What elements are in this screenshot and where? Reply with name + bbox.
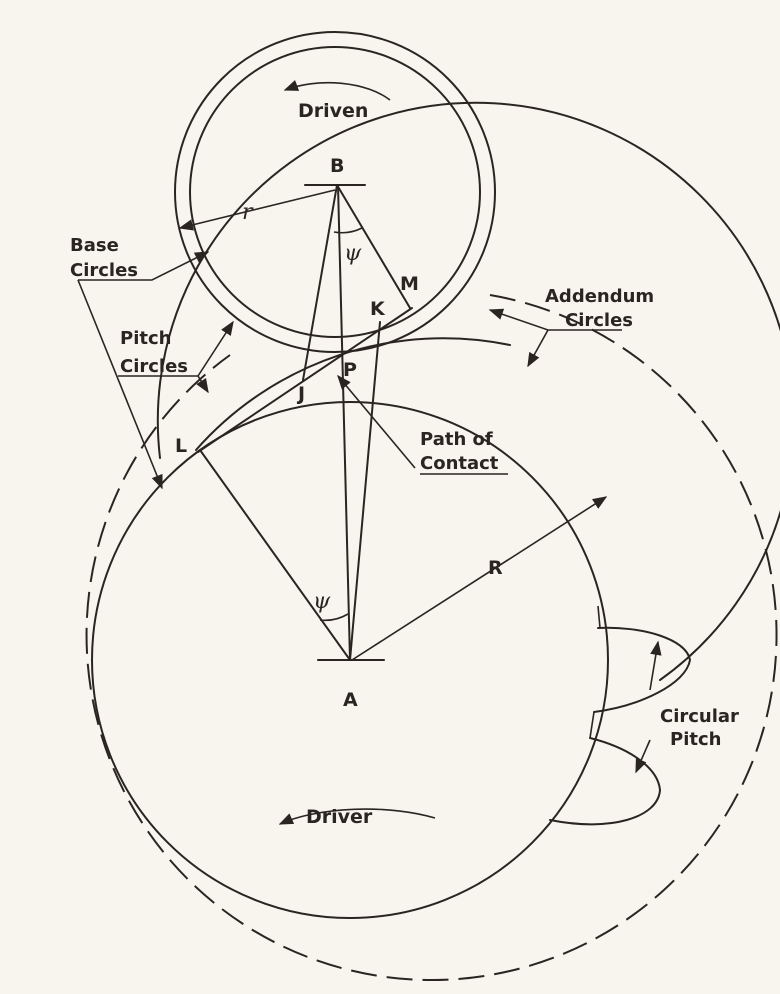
pitch-circles-label-line1: Pitch	[120, 328, 171, 349]
angle-arc-top	[333, 227, 363, 234]
driven-label: Driven	[298, 100, 368, 122]
tooth-notch-1	[597, 605, 601, 629]
line-b-j	[302, 184, 338, 381]
line-a-l	[199, 449, 351, 661]
driven-addendum-circle	[174, 31, 496, 353]
line-b-m	[336, 184, 411, 309]
radius-R-line	[351, 496, 608, 661]
circular-pitch-label-line1: Circular	[660, 706, 739, 727]
point-p-label: P	[343, 359, 357, 381]
driver-pitch-arc-top	[195, 337, 511, 451]
path-of-contact-line	[197, 307, 413, 453]
driver-label: Driver	[306, 806, 373, 828]
base-circles-leader-1	[78, 251, 210, 281]
angle-psi-top: ψ	[344, 241, 362, 266]
base-circles-leader-2	[77, 279, 163, 490]
circular-pitch-label-line2: Pitch	[670, 729, 721, 750]
path-of-contact-label-line2: Contact	[420, 453, 499, 474]
driver-rotation-arrow	[278, 808, 436, 825]
line-a-k	[349, 321, 381, 661]
point-a-label: A	[343, 689, 358, 711]
addendum-circles-label-line1: Addendum	[545, 286, 654, 307]
point-m-label: M	[400, 273, 419, 295]
angle-psi-bottom: ψ	[313, 589, 331, 614]
addendum-circles-leader-2	[527, 329, 549, 368]
pitch-circles-leader-2	[196, 375, 209, 394]
angle-arc-bottom	[319, 613, 349, 622]
driver-pitch-circle	[156, 101, 780, 681]
driver-base-circle	[91, 401, 609, 919]
base-circles-label-line1: Base	[70, 235, 119, 256]
path-of-contact-leader	[337, 374, 416, 469]
driven-pitch-base-circle	[189, 46, 481, 338]
point-k-label: K	[370, 298, 386, 320]
tooth-notch-2	[589, 711, 595, 739]
driver-addendum-circle	[85, 294, 778, 981]
gear-tooth-lower	[549, 737, 661, 826]
point-l-label: L	[175, 435, 187, 457]
circular-pitch-arrow-down	[635, 739, 651, 774]
radius-R-label: R	[488, 557, 503, 579]
line-of-centers	[337, 184, 351, 661]
driven-rotation-arrow	[283, 80, 391, 101]
radius-r-label: r	[242, 200, 254, 225]
circular-pitch-arrow-up	[649, 640, 662, 691]
pitch-circles-label-line2: Circles	[120, 356, 188, 377]
point-j-label: J	[296, 383, 305, 405]
path-of-contact-label-line1: Path of	[420, 429, 493, 450]
addendum-circles-label-line2: Circles	[565, 310, 633, 331]
point-b-label: B	[330, 155, 344, 177]
base-circles-label-line2: Circles	[70, 260, 138, 281]
gear-tooth-upper	[593, 626, 691, 713]
radius-r-line	[178, 189, 336, 231]
